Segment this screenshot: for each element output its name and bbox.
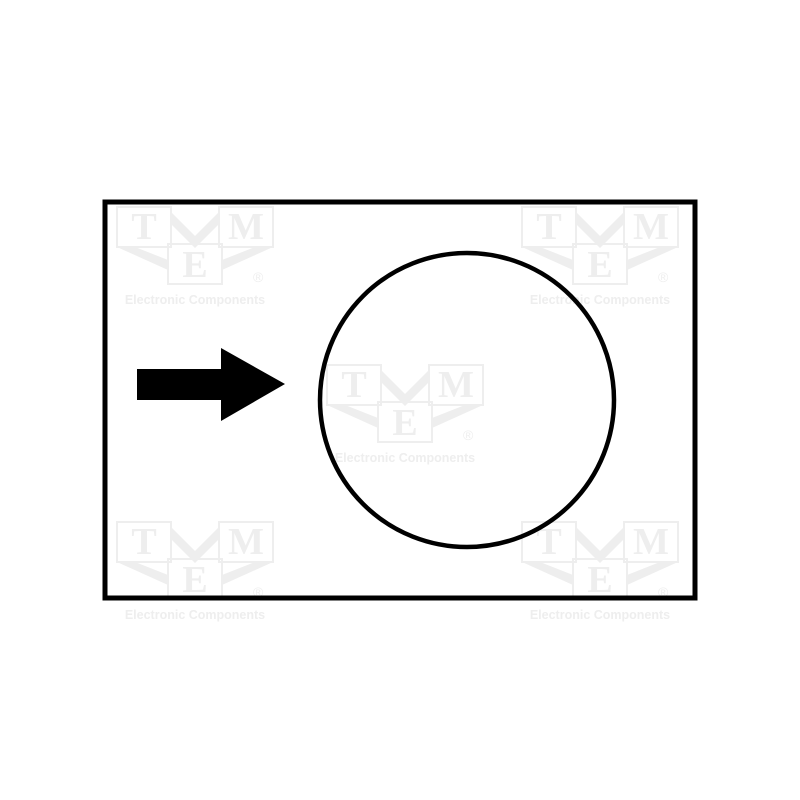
svg-text:M: M	[438, 364, 474, 406]
svg-text:Electronic Components: Electronic Components	[125, 293, 265, 307]
svg-text:M: M	[228, 206, 264, 248]
svg-text:Electronic Components: Electronic Components	[335, 451, 475, 465]
svg-text:®: ®	[658, 584, 669, 600]
tme-logo-watermark: T ME ® Electronic Components	[521, 206, 679, 307]
svg-text:E: E	[392, 402, 417, 444]
svg-text:E: E	[587, 559, 612, 601]
tme-logo-watermark: T ME ® Electronic Components	[326, 364, 484, 465]
svg-text:®: ®	[253, 269, 264, 285]
svg-text:®: ®	[463, 427, 474, 443]
svg-text:Electronic Components: Electronic Components	[125, 608, 265, 622]
svg-text:®: ®	[658, 269, 669, 285]
svg-text:E: E	[182, 559, 207, 601]
svg-text:®: ®	[253, 584, 264, 600]
svg-text:T: T	[131, 206, 156, 248]
svg-text:T: T	[341, 364, 366, 406]
svg-text:E: E	[587, 244, 612, 286]
tme-logo-watermark: T ME ® Electronic Components	[116, 206, 274, 307]
svg-text:T: T	[536, 206, 561, 248]
svg-text:E: E	[182, 244, 207, 286]
circle-icon	[317, 250, 617, 550]
svg-text:Electronic Components: Electronic Components	[530, 293, 670, 307]
rectangle-frame	[102, 199, 698, 601]
svg-text:Electronic Components: Electronic Components	[530, 608, 670, 622]
tme-logo-watermark: T ME ® Electronic Components	[116, 521, 274, 622]
svg-text:M: M	[633, 206, 669, 248]
right-arrow-icon	[137, 348, 285, 421]
svg-text:T: T	[131, 521, 156, 563]
svg-text:M: M	[228, 521, 264, 563]
svg-text:M: M	[633, 521, 669, 563]
